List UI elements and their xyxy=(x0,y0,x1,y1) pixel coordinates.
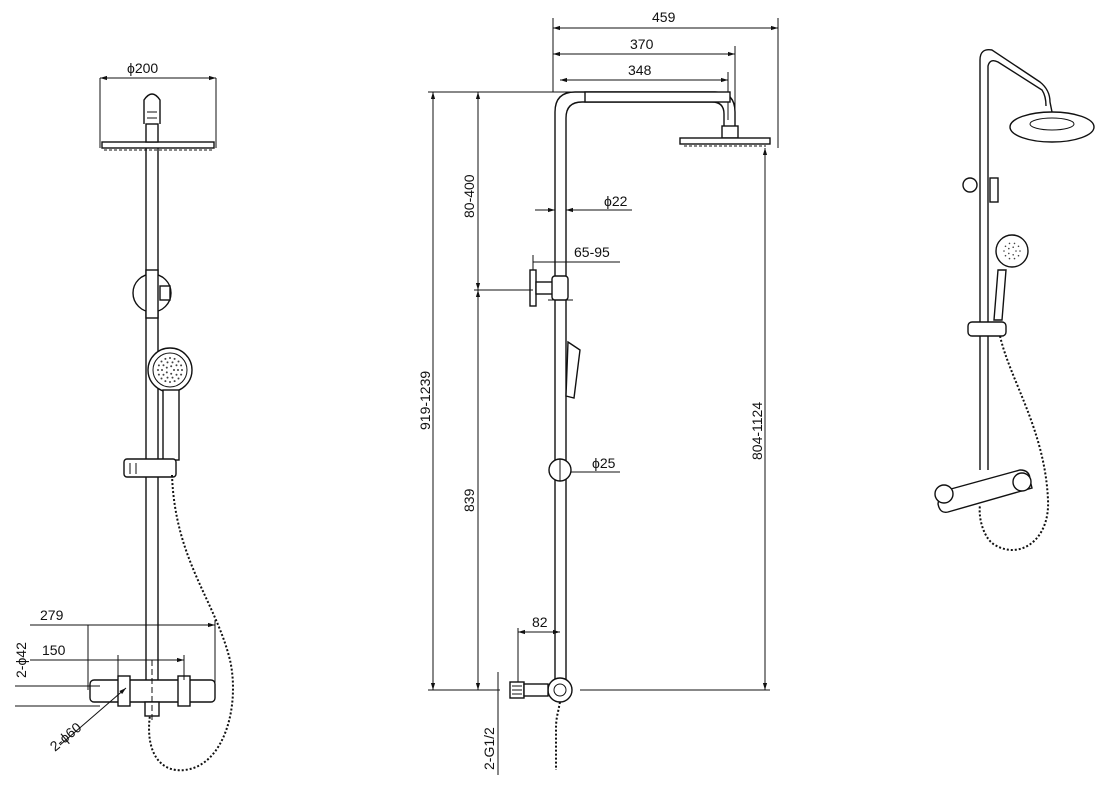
nozzle-dot xyxy=(171,376,174,379)
slider-side: ϕ25 xyxy=(548,455,620,482)
nozzle-dot xyxy=(1015,250,1017,252)
wall-bracket-front xyxy=(132,269,172,319)
hand-shower-side xyxy=(565,340,581,399)
perspective-view xyxy=(934,49,1095,551)
nozzle-dot xyxy=(173,380,176,383)
total-height-label: 919-1239 xyxy=(417,371,433,430)
head-diameter-label: ϕ200 xyxy=(127,60,158,76)
head-height-dimension: 804-1124 xyxy=(580,148,770,691)
dimension-459: 459 xyxy=(552,9,779,148)
pipe-22-label: ϕ22 xyxy=(604,193,628,209)
width-279-label: 279 xyxy=(40,607,64,623)
nozzle-dot xyxy=(177,360,180,363)
nozzle-dot xyxy=(166,376,169,379)
overhead-shower-head xyxy=(101,93,215,151)
nozzle-dot xyxy=(165,371,168,374)
pipe-22-dimension: ϕ22 xyxy=(535,193,632,213)
nozzle-dot xyxy=(1008,257,1011,260)
nozzle-dot xyxy=(160,360,163,363)
nozzle-dot xyxy=(1012,246,1014,248)
nozzle-dot xyxy=(166,361,169,364)
nozzle-dot xyxy=(1008,242,1011,245)
dimension-370: 370 xyxy=(553,36,736,120)
nozzle-dot xyxy=(1019,250,1021,252)
wall-bracket-side: 65-95 xyxy=(529,244,620,307)
riser-and-arm-side xyxy=(548,91,771,700)
width-279-dimension: 279 xyxy=(30,607,216,690)
escutcheon-diameter-label: 2-ϕ60 xyxy=(47,719,85,754)
nozzle-dot xyxy=(177,369,179,371)
nozzle-dot xyxy=(160,377,163,380)
nozzle-dot xyxy=(177,377,180,380)
inlet-spacing-dimension: 150 xyxy=(30,642,185,680)
nozzle-dot xyxy=(1004,245,1007,248)
riser-pipe-front xyxy=(145,148,159,700)
nozzle-dot xyxy=(180,364,183,367)
nozzle-dot xyxy=(164,380,167,383)
nozzle-dot xyxy=(162,364,165,367)
inlet-diameter-dimension: 2-ϕ42 xyxy=(13,642,100,707)
nozzle-dot xyxy=(1013,242,1016,245)
nozzle-dot xyxy=(157,369,159,371)
nozzle-dot xyxy=(1013,257,1016,260)
dimension-348-label: 348 xyxy=(628,62,652,78)
head-height-label: 804-1124 xyxy=(749,402,765,460)
nozzle-dot xyxy=(173,357,176,360)
nozzle-dot xyxy=(180,373,183,376)
dimension-82-label: 82 xyxy=(532,614,548,630)
escutcheon-diameter-dimension: 2-ϕ60 xyxy=(47,687,127,754)
upper-range-dimension: 80-400 xyxy=(461,91,600,291)
nozzle-dot xyxy=(1008,252,1010,255)
nozzle-dot xyxy=(1017,254,1020,257)
nozzle-dot xyxy=(164,357,167,360)
hand-shower-front xyxy=(147,347,193,461)
bracket-label: 65-95 xyxy=(574,244,610,260)
nozzle-dot xyxy=(170,372,173,375)
dimension-370-label: 370 xyxy=(630,36,654,52)
nozzle-dot xyxy=(171,361,174,364)
thermostatic-mixer-front xyxy=(89,660,216,720)
nozzle-dot xyxy=(170,365,173,368)
nozzle-dot xyxy=(1017,245,1020,248)
nozzle-dot xyxy=(157,373,160,376)
upper-range-label: 80-400 xyxy=(461,174,477,218)
mixer-side: 2-G1/2 xyxy=(481,672,573,775)
nozzle-dot xyxy=(157,364,160,367)
inlet-spacing-label: 150 xyxy=(42,642,66,658)
head-diameter-dimension: ϕ200 xyxy=(99,60,217,148)
dimension-82: 82 xyxy=(517,614,560,690)
nozzle-dot xyxy=(181,369,183,371)
dimension-348: 348 xyxy=(560,62,729,120)
lower-height-label: 839 xyxy=(461,488,477,512)
nozzle-dot xyxy=(165,366,168,369)
nozzle-dot xyxy=(1008,247,1010,250)
side-view: 459 370 348 ϕ22 xyxy=(417,9,779,775)
nozzle-dot xyxy=(1012,254,1014,256)
inlet-thread-label: 2-G1/2 xyxy=(481,727,497,770)
nozzle-dot xyxy=(169,381,171,383)
nozzle-dot xyxy=(175,373,178,376)
total-height-dimension: 919-1239 xyxy=(417,91,500,691)
slider-front xyxy=(123,458,177,478)
nozzle-dot xyxy=(1004,254,1007,257)
nozzle-dot xyxy=(1003,250,1005,252)
shower-hose-front xyxy=(148,474,234,772)
pipe-25-label: ϕ25 xyxy=(592,455,616,471)
nozzle-dot xyxy=(162,373,165,376)
front-view: ϕ200 xyxy=(13,60,234,772)
nozzle-dot xyxy=(161,369,163,371)
nozzle-dot xyxy=(173,369,175,371)
dimension-459-label: 459 xyxy=(652,9,676,25)
nozzle-dot xyxy=(175,364,178,367)
lower-height-dimension: 839 xyxy=(461,290,481,690)
inlet-diameter-label: 2-ϕ42 xyxy=(13,642,29,678)
nozzle-dot xyxy=(169,357,171,359)
